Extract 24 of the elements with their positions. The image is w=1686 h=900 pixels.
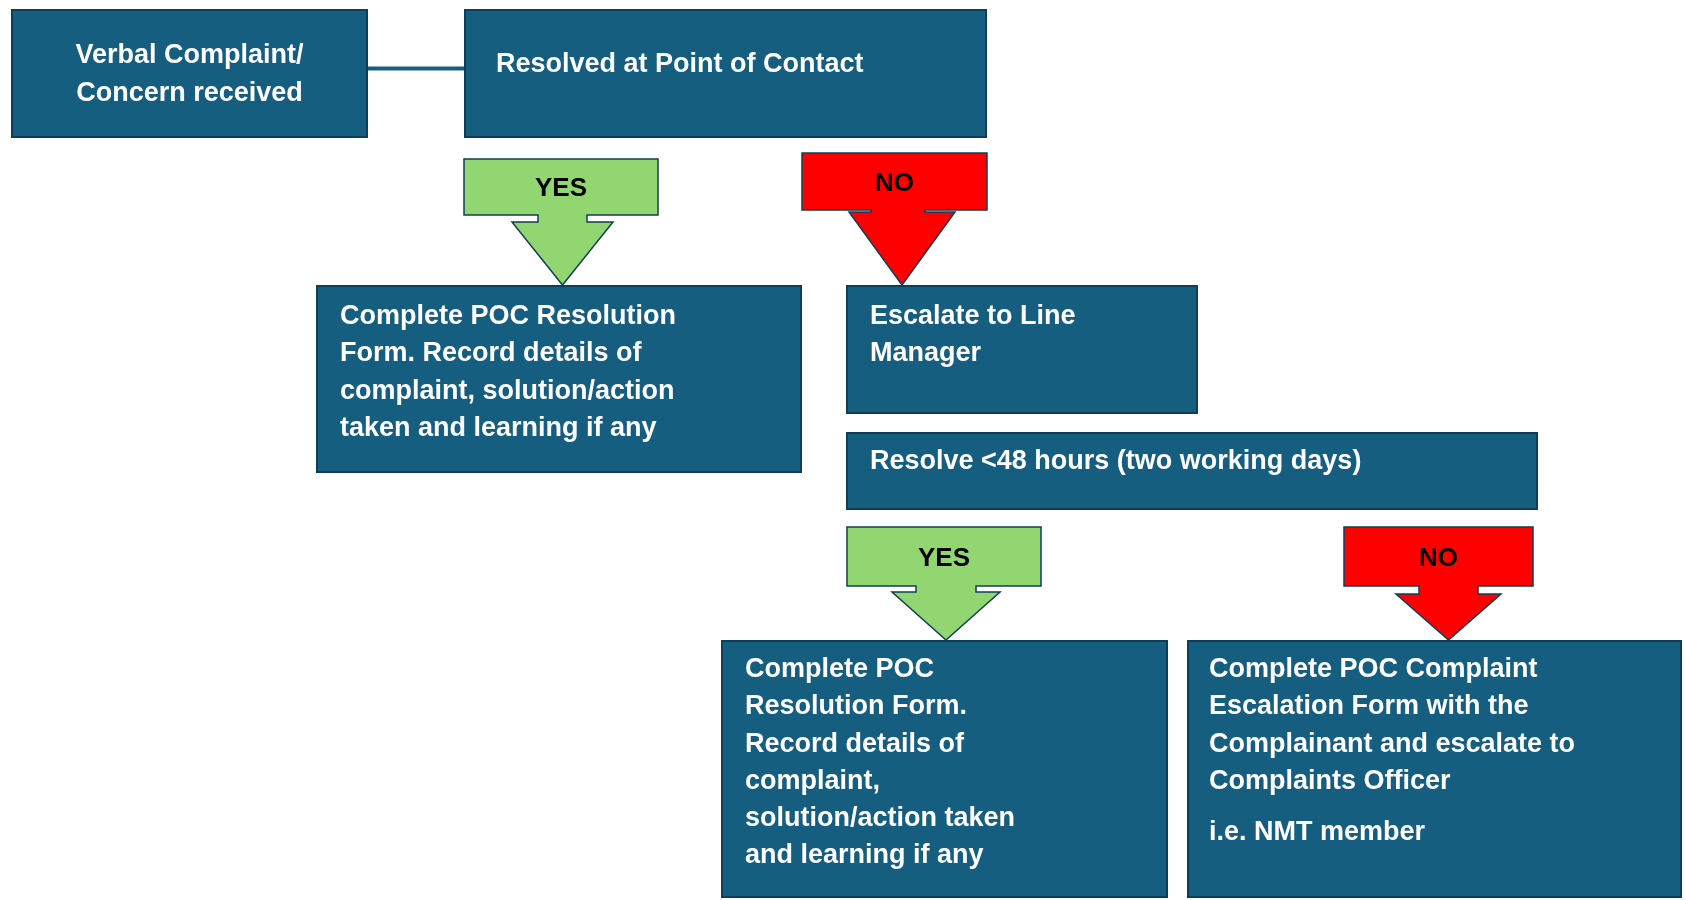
edge-label: NO [875,166,914,197]
connector-line [368,66,464,71]
process-box [1187,640,1682,898]
edge-label: NO [1419,541,1458,572]
edge-label: YES [918,541,970,572]
box-text: Escalate to Line Manager [870,299,1077,370]
box-text: Resolved at Point of Contact [496,47,864,80]
process-box [846,432,1538,510]
block-arrow [846,526,1042,641]
block-arrow [463,158,659,287]
block-arrow [1343,526,1534,641]
box-text: Verbal Complaint/ Concern received [74,38,305,109]
box-text: Complete POC Resolution Form. Record details of complaint, solution/action taken and learning if any [340,299,678,444]
box-text: Complete POC Resolution Form. Record details of complaint, solution/action taken and learning if any [745,652,1017,872]
process-box [846,285,1198,414]
box-text: Resolve <48 hours (two working days) [870,444,1362,477]
box-text: i.e. NMT member [1209,815,1426,848]
process-box [464,9,987,138]
process-box [721,640,1168,898]
edge-label: YES [535,171,587,203]
process-box [11,9,368,138]
box-text: Complete POC Complaint Escalation Form with the Complainant and escalate to Complaints Officer [1209,652,1577,797]
block-arrow [801,152,988,287]
process-box [316,285,802,473]
